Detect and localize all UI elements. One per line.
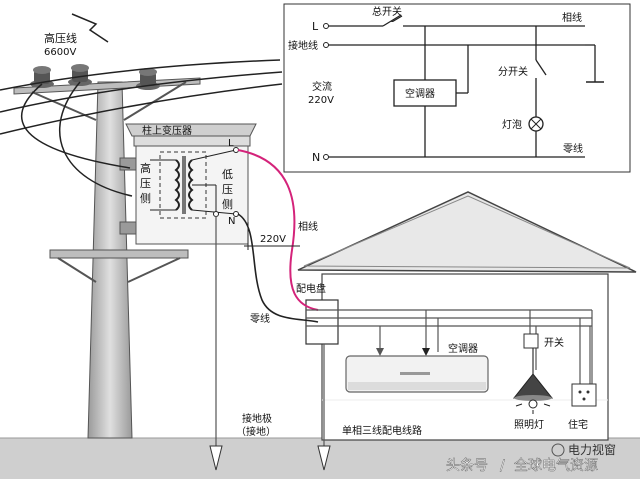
high-voltage-wires [0, 59, 283, 197]
low-side-char-2: 压 [222, 183, 233, 196]
schematic-terminal-n: N [312, 151, 320, 164]
low-side-char-1: 低 [222, 168, 233, 181]
schematic-main-switch: 总开关 [372, 5, 402, 18]
neutral-wire-label: 零线 [250, 312, 270, 325]
light-switch [523, 333, 539, 349]
watermark-left: 头条号 [446, 457, 488, 474]
air-conditioner-label: 空调器 [448, 342, 478, 355]
transformer-terminal-n: N [228, 216, 235, 227]
residence-label: 住宅 [568, 418, 588, 431]
watermark: 头条号 / 全球电气资源 电力视窗 [446, 442, 616, 474]
high-side-char-2: 压 [140, 177, 151, 190]
schematic-panel [283, 3, 631, 173]
ground-electrode-label: 接地极 [242, 412, 272, 425]
schematic-ground-wire: 接地线 [288, 39, 318, 52]
lightning-icon [71, 13, 109, 43]
schematic-branch-switch: 分开关 [498, 65, 528, 78]
high-side-char-3: 侧 [140, 192, 151, 205]
watermark-right: 全球电气资源 [514, 457, 598, 474]
ground-electrode-right [317, 445, 331, 471]
utility-pole [13, 77, 201, 439]
schematic-lamp: 灯泡 [502, 118, 522, 131]
high-side-char-1: 高 [140, 161, 151, 175]
lighting-lamp-label: 照明灯 [514, 419, 544, 431]
watermark-logo-text: 电力视窗 [568, 442, 616, 457]
grounding-label: （接地） [236, 425, 276, 438]
ground [0, 438, 640, 479]
schematic-ac-label: 交流 [312, 80, 332, 93]
high-voltage-value-label: 6600V [44, 47, 76, 58]
phase-wire-label: 相线 [298, 220, 318, 233]
schematic-terminal-l: L [312, 20, 319, 33]
schematic-neutral-wire: 零线 [563, 142, 583, 155]
schematic-air-conditioner-label: 空调器 [405, 87, 435, 100]
transformer-terminal-l: L [228, 138, 234, 149]
pole-transformer [125, 123, 257, 245]
voltage-220-label: 220V [260, 234, 286, 245]
wall-outlet [571, 383, 597, 407]
phase-wire-line [237, 149, 319, 311]
switch-label: 开关 [544, 336, 564, 349]
schematic-ac-voltage: 220V [308, 95, 334, 106]
watermark-logo-icon [551, 443, 565, 457]
high-voltage-line-label: 高压线 [44, 31, 77, 45]
single-phase-three-wire-label: 单相三线配电线路 [342, 424, 422, 437]
ground-electrode-left [209, 445, 223, 471]
watermark-slash: / [500, 458, 505, 474]
distribution-board-label: 配电盘 [296, 282, 326, 295]
air-conditioner-unit [345, 355, 489, 393]
lighting-lamp [512, 348, 554, 414]
neutral-wire-line [237, 213, 319, 323]
pole-transformer-label: 柱上变压器 [142, 124, 192, 137]
low-side-char-3: 侧 [222, 198, 233, 211]
distribution-board [305, 299, 339, 345]
schematic-phase-wire: 相线 [562, 11, 582, 24]
